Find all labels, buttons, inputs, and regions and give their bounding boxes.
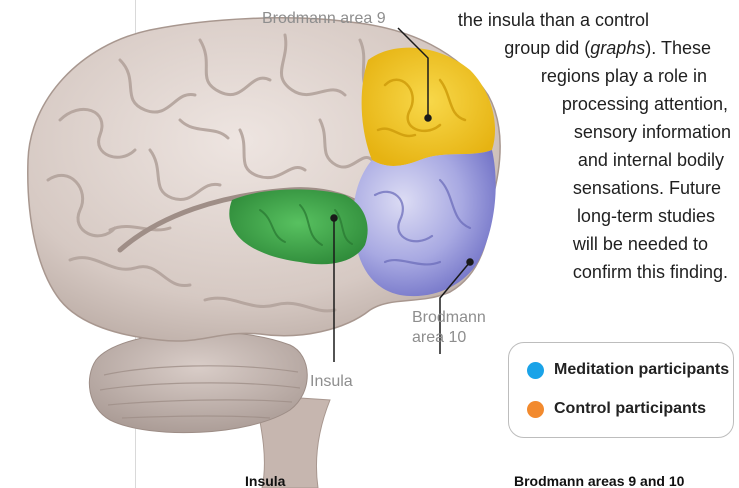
body-text: the insula than a control group did (gra… [458,6,731,286]
legend-swatch-meditation [527,362,544,379]
leader-dot-brodmann-9 [425,115,431,121]
body-line: and internal bodily [458,146,724,174]
legend-label-meditation: Meditation participants [554,361,729,379]
body-line: will be needed to [458,230,708,258]
legend-label-control: Control participants [554,400,706,418]
body-line: sensory information [458,118,731,146]
body-line: regions play a role in [458,62,707,90]
footer-brodmann-title: Brodmann areas 9 and 10 [514,473,684,488]
legend-item-meditation: Meditation participants [527,361,729,379]
legend-swatch-control [527,401,544,418]
legend-item-control: Control participants [527,400,706,418]
legend-box: Meditation participants Control particip… [508,342,734,438]
label-brodmann-area-10-line1: Brodmann [412,308,486,327]
body-line: processing attention, [458,90,728,118]
body-line: confirm this finding. [458,258,728,286]
body-line: sensations. Future [458,174,721,202]
footer-insula-title: Insula [245,473,285,488]
label-brodmann-area-10-line2: area 10 [412,328,466,347]
body-line: long-term studies [458,202,715,230]
body-line: the insula than a control [458,6,649,34]
leader-dot-insula [331,215,337,221]
label-brodmann-area-9: Brodmann area 9 [262,9,386,28]
body-line: group did (graphs). These [458,34,711,62]
label-insula: Insula [310,372,353,391]
